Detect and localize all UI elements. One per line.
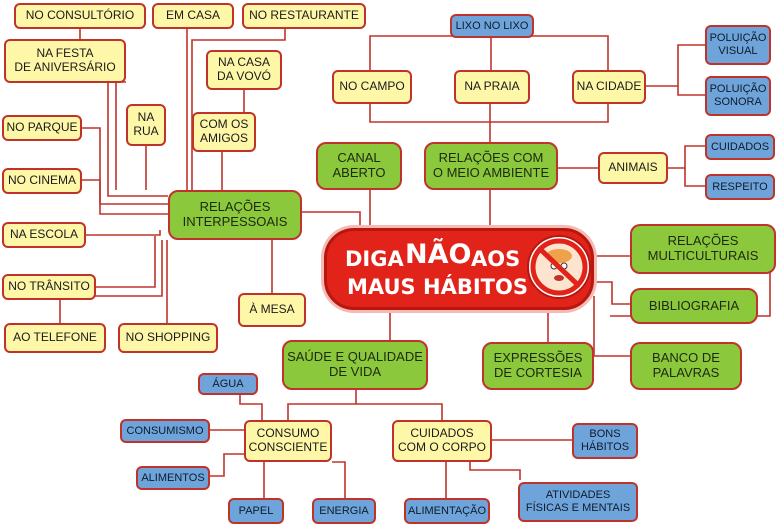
node-label: ALIMENTOS (141, 471, 205, 484)
node-label: À MESA (249, 302, 295, 317)
node-no-parque[interactable]: NO PARQUE (2, 115, 82, 141)
node-na-cidade[interactable]: NA CIDADE (572, 70, 646, 104)
node-alimentos[interactable]: ALIMENTOS (136, 466, 210, 490)
node-label: AO TELEFONE (13, 330, 97, 345)
node-na-casa-da-vovo[interactable]: NA CASA DA VOVÓ (206, 50, 282, 90)
node-poluicao-visual[interactable]: POLUIÇÃO VISUAL (705, 25, 771, 65)
node-label: POLUIÇÃO VISUAL (709, 32, 767, 57)
node-a-mesa[interactable]: À MESA (238, 293, 306, 327)
node-na-festa[interactable]: NA FESTA DE ANIVERSÁRIO (4, 39, 126, 83)
node-alimentacao[interactable]: ALIMENTAÇÃO (404, 498, 490, 524)
central-line1-right: AOS (471, 247, 521, 271)
node-consumismo[interactable]: CONSUMISMO (120, 419, 210, 443)
node-label: EXPRESSÕES DE CORTESIA (493, 350, 583, 380)
node-label: NA RUA (133, 110, 159, 138)
node-no-shopping[interactable]: NO SHOPPING (118, 323, 218, 353)
node-banco-de-palavras[interactable]: BANCO DE PALAVRAS (630, 342, 742, 390)
node-label: NO PARQUE (6, 120, 78, 135)
node-label: CUIDADOS (710, 140, 770, 153)
node-poluicao-sonora[interactable]: POLUIÇÃO SONORA (705, 76, 771, 116)
node-label: BIBLIOGRAFIA (648, 297, 740, 313)
node-label: SAÚDE E QUALIDADE DE VIDA (287, 349, 423, 379)
node-papel[interactable]: PAPEL (228, 498, 284, 524)
node-respeito[interactable]: RESPEITO (705, 174, 775, 200)
node-label: ALIMENTAÇÃO (407, 504, 487, 517)
node-label: NA ESCOLA (9, 227, 79, 242)
node-no-campo[interactable]: NO CAMPO (332, 70, 412, 104)
node-label: CONSUMISMO (126, 424, 204, 437)
node-saude-qualidade-vida[interactable]: SAÚDE E QUALIDADE DE VIDA (282, 340, 428, 390)
node-na-escola[interactable]: NA ESCOLA (2, 222, 86, 248)
node-cuidados[interactable]: CUIDADOS (705, 134, 775, 160)
node-em-casa[interactable]: EM CASA (152, 3, 234, 29)
node-label: PAPEL (238, 504, 274, 517)
node-no-transito[interactable]: NO TRÂNSITO (2, 274, 96, 300)
central-line1-left: DIGA (345, 247, 404, 271)
node-relacoes-interpessoais[interactable]: RELAÇÕES INTERPESSOAIS (168, 190, 302, 240)
node-agua[interactable]: ÁGUA (198, 373, 258, 395)
no-sign-child-icon (527, 235, 591, 299)
node-animais[interactable]: ANIMAIS (598, 152, 668, 184)
node-no-consultorio[interactable]: NO CONSULTÓRIO (14, 3, 146, 29)
node-label: NA FESTA DE ANIVERSÁRIO (14, 46, 116, 74)
node-label: ANIMAIS (608, 160, 658, 175)
node-label: CONSUMO CONSCIENTE (248, 426, 328, 454)
node-label: NA PRAIA (464, 79, 520, 94)
node-label: CANAL ABERTO (332, 150, 386, 180)
node-relacoes-meio-ambiente[interactable]: RELAÇÕES COM O MEIO AMBIENTE (424, 142, 558, 190)
node-label: NA CIDADE (576, 79, 642, 94)
node-label: ÁGUA (212, 377, 244, 390)
node-label: NO CONSULTÓRIO (25, 8, 135, 23)
node-no-cinema[interactable]: NO CINEMA (2, 168, 82, 194)
node-label: NO SHOPPING (125, 330, 211, 345)
node-label: NO RESTAURANTE (249, 8, 359, 23)
node-label: ATIVIDADES FÍSICAS E MENTAIS (525, 489, 631, 514)
node-canal-aberto[interactable]: CANAL ABERTO (316, 142, 402, 190)
node-label: CUIDADOS COM O CORPO (397, 426, 486, 454)
node-no-restaurante[interactable]: NO RESTAURANTE (242, 3, 366, 29)
node-label: ENERGIA (319, 504, 369, 517)
node-label: COM OS AMIGOS (199, 117, 249, 145)
node-label: RELAÇÕES COM O MEIO AMBIENTE (432, 150, 550, 180)
node-label: POLUIÇÃO SONORA (709, 83, 767, 108)
node-ao-telefone[interactable]: AO TELEFONE (4, 323, 106, 353)
node-label: NA CASA DA VOVÓ (216, 55, 272, 83)
node-label: RESPEITO (712, 180, 768, 193)
node-label: RELAÇÕES INTERPESSOAIS (182, 199, 288, 229)
node-bibliografia[interactable]: BIBLIOGRAFIA (630, 288, 758, 324)
node-label: NO TRÂNSITO (8, 279, 90, 294)
node-bons-habitos[interactable]: BONS HÁBITOS (572, 423, 638, 459)
node-lixo-no-lixo[interactable]: LIXO NO LIXO (450, 14, 534, 38)
node-label: EM CASA (165, 8, 220, 23)
central-line1-emphasis: NÃO (405, 239, 472, 270)
node-na-rua[interactable]: NA RUA (126, 104, 166, 146)
node-expressoes-cortesia[interactable]: EXPRESSÕES DE CORTESIA (482, 342, 594, 390)
node-relacoes-multiculturais[interactable]: RELAÇÕES MULTICULTURAIS (630, 224, 776, 274)
node-consumo-consciente[interactable]: CONSUMO CONSCIENTE (244, 420, 332, 462)
central-line2: MAUS HÁBITOS (347, 275, 528, 299)
node-com-os-amigos[interactable]: COM OS AMIGOS (192, 112, 256, 152)
node-label: BONS HÁBITOS (580, 428, 630, 453)
node-label: BANCO DE PALAVRAS (652, 350, 720, 380)
node-label: RELAÇÕES MULTICULTURAIS (647, 233, 759, 263)
node-label: NO CINEMA (7, 173, 76, 188)
node-cuidados-com-o-corpo[interactable]: CUIDADOS COM O CORPO (392, 420, 492, 462)
node-atividades-fisicas-mentais[interactable]: ATIVIDADES FÍSICAS E MENTAIS (518, 482, 638, 522)
node-na-praia[interactable]: NA PRAIA (454, 70, 530, 104)
node-label: LIXO NO LIXO (455, 19, 529, 32)
node-energia[interactable]: ENERGIA (312, 498, 376, 524)
node-label: NO CAMPO (339, 79, 405, 94)
